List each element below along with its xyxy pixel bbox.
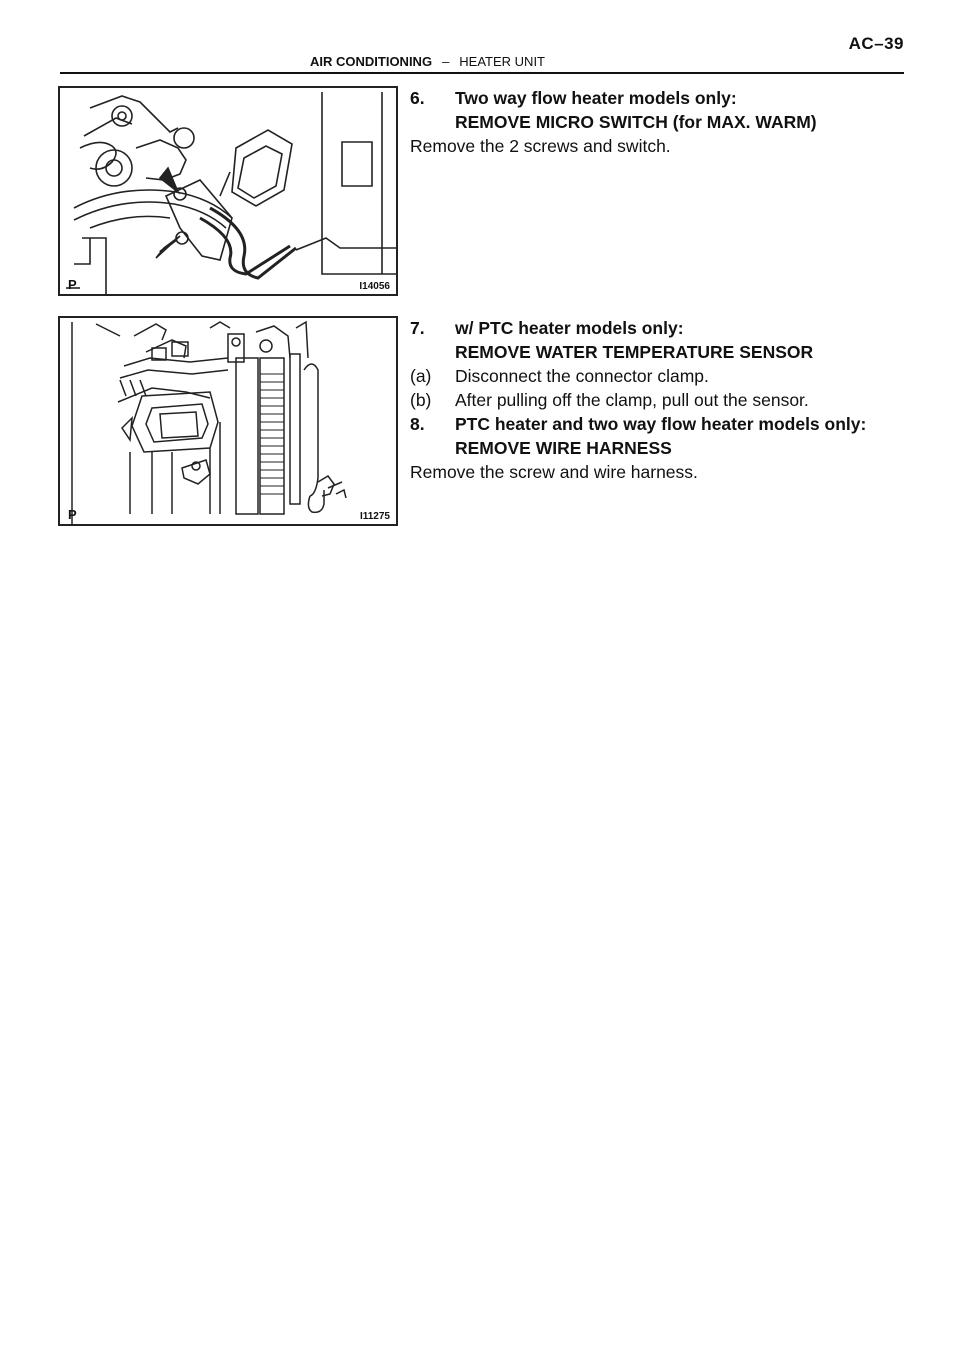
micro-switch-illustration bbox=[66, 92, 396, 294]
header-separator: – bbox=[442, 54, 450, 69]
figure-id: I14056 bbox=[359, 281, 390, 292]
header-rule bbox=[60, 72, 904, 74]
figure-micro-switch: P I14056 bbox=[58, 86, 398, 296]
step-title: w/ PTC heater models only: bbox=[455, 318, 684, 338]
step-title: PTC heater and two way flow heater model… bbox=[455, 414, 867, 434]
step-body: Remove the 2 screws and switch. bbox=[410, 136, 671, 156]
step-number: 8. bbox=[410, 414, 425, 434]
step-7-heading: 7. w/ PTC heater models only: bbox=[410, 316, 910, 340]
step-7-8-block: 7. w/ PTC heater models only: REMOVE WAT… bbox=[410, 316, 910, 484]
page-number: AC–39 bbox=[848, 34, 904, 53]
step-action: REMOVE MICRO SWITCH (for MAX. WARM) bbox=[455, 112, 817, 132]
substep-text: After pulling off the clamp, pull out th… bbox=[455, 390, 809, 410]
substep-item: (b) After pulling off the clamp, pull ou… bbox=[410, 388, 910, 412]
step-6-block: 6. Two way flow heater models only: REMO… bbox=[410, 86, 910, 158]
substep-item: (a) Disconnect the connector clamp. bbox=[410, 364, 910, 388]
substep-label: (b) bbox=[410, 390, 432, 410]
step-body: Remove the screw and wire harness. bbox=[410, 462, 698, 482]
figure-id: I11275 bbox=[359, 511, 390, 522]
substep-text: Disconnect the connector clamp. bbox=[455, 366, 709, 386]
section-title: AIR CONDITIONING bbox=[310, 54, 433, 69]
step-action: REMOVE WIRE HARNESS bbox=[455, 438, 672, 458]
step-number: 6. bbox=[410, 88, 425, 108]
figure-corner-label: P bbox=[68, 277, 77, 292]
sensor-illustration bbox=[71, 320, 347, 524]
substep-label: (a) bbox=[410, 366, 432, 386]
step-action: REMOVE WATER TEMPERATURE SENSOR bbox=[455, 342, 814, 362]
step-title: Two way flow heater models only: bbox=[455, 88, 737, 108]
step-6-heading: 6. Two way flow heater models only: bbox=[410, 86, 910, 110]
figure-corner-label: P bbox=[68, 507, 77, 522]
subsection-title: HEATER UNIT bbox=[459, 54, 546, 69]
figure-water-temperature-sensor: P I11275 bbox=[58, 316, 398, 526]
header-title: AIR CONDITIONING–HEATER UNIT bbox=[310, 54, 545, 69]
step-number: 7. bbox=[410, 318, 425, 338]
page-header: AC–39 AIR CONDITIONING–HEATER UNIT bbox=[60, 34, 904, 76]
step-8-heading: 8. PTC heater and two way flow heater mo… bbox=[410, 412, 910, 436]
